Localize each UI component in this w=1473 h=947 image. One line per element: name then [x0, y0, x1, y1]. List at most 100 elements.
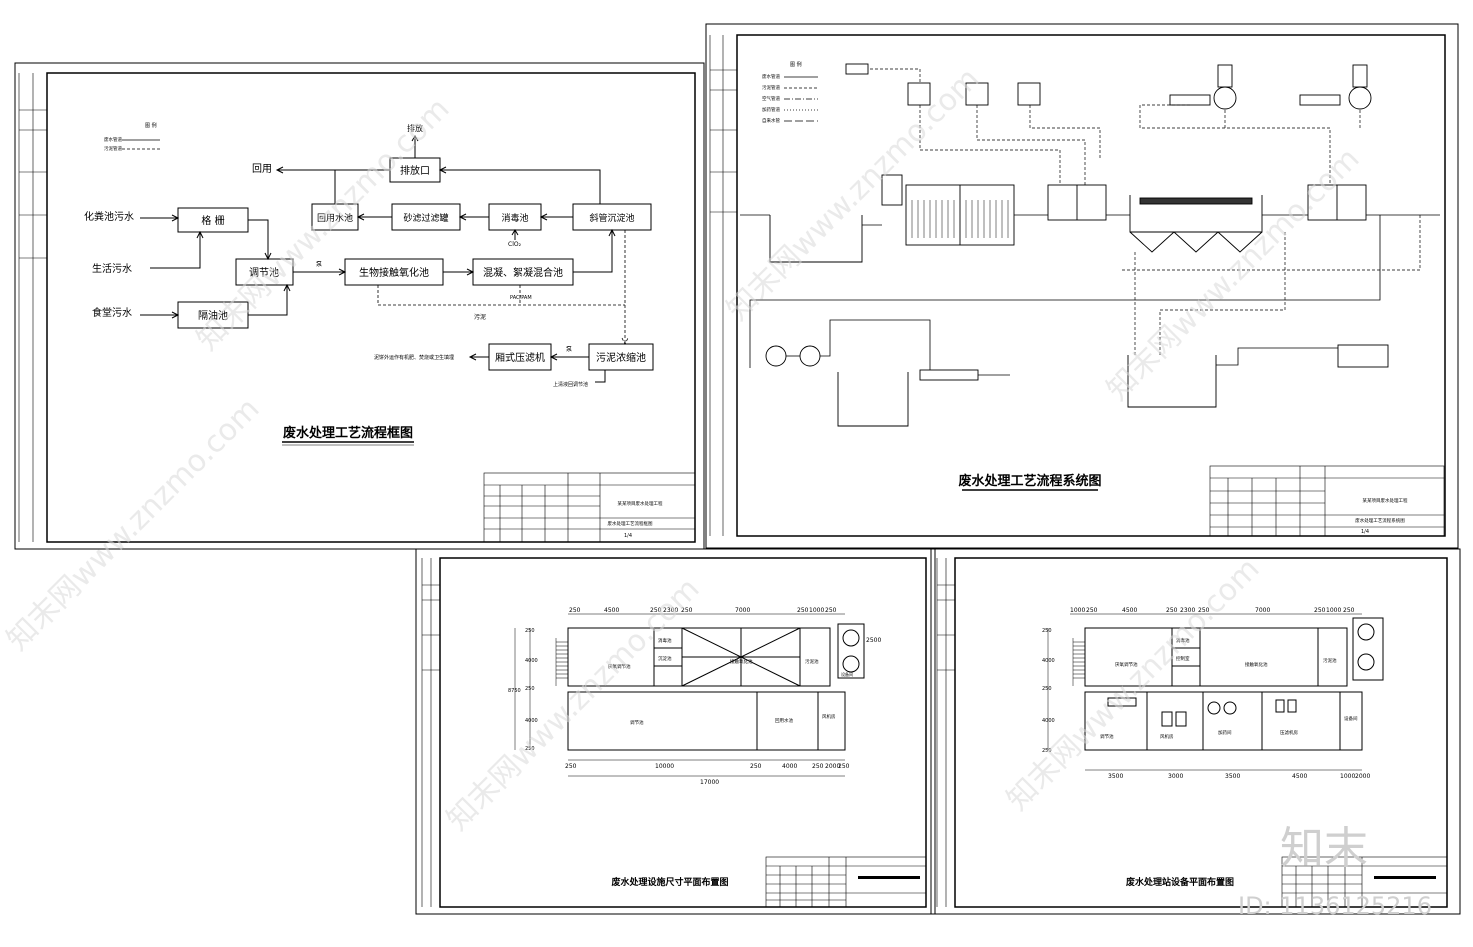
settler-label: 斜管沉淀池 — [589, 212, 634, 224]
sheet-2-titleblock — [1209, 465, 1445, 537]
room-label: 风机房 — [822, 713, 836, 720]
sheet-4-plan — [1084, 617, 1384, 751]
sheet-2-legend-title: 图 例 — [790, 61, 802, 68]
sheet-2-tb-drawing: 废水处理工艺流程系统图 — [1355, 517, 1405, 524]
flow-boxes — [177, 157, 654, 371]
system-piping — [740, 214, 1440, 376]
room-label: 压滤机房 — [1280, 729, 1298, 736]
dim-left: 4000 — [1042, 718, 1055, 724]
dim-side: 2500 — [866, 637, 881, 644]
dim-top: 250 — [797, 607, 809, 614]
dim-left: 4000 — [525, 718, 538, 724]
dim-bottom: 4500 — [1292, 773, 1307, 780]
sheet-1-legend-item: 废水管道 — [104, 136, 122, 143]
room-label: 设备间 — [841, 671, 853, 677]
sheet-2-legend-item: 加药管道 — [762, 106, 780, 113]
cake-label: 泥饼外运作有机肥、焚烧或卫生填埋 — [374, 354, 454, 361]
sheet-2-tb-project: 某某项目废水处理工程 — [1363, 497, 1408, 504]
sheet-1-legend-item: 污泥管道 — [104, 145, 122, 152]
sheet-2-legend-item: 污泥管道 — [762, 84, 780, 91]
grease-label: 隔油池 — [198, 309, 228, 322]
sheet-1-title: 废水处理工艺流程框图 — [283, 425, 413, 441]
dim-left: 250 — [525, 746, 535, 752]
screen-label: 格 栅 — [201, 214, 224, 227]
room-label: 消毒池 — [658, 637, 672, 644]
pump-label: 泵 — [316, 261, 322, 268]
dim-bottom: 2000 — [1355, 773, 1370, 780]
id-stamp: ID: 1136125216 — [1238, 892, 1432, 920]
dim-bottom: 10000 — [655, 763, 674, 770]
system-equipment — [765, 63, 1389, 427]
sludge-label: 污泥 — [474, 313, 486, 321]
disinfect-label: 消毒池 — [501, 212, 528, 224]
sheet-2-title: 废水处理工艺流程系统图 — [958, 473, 1101, 489]
dim-top: 250 — [1086, 607, 1098, 614]
room-label: 加药间 — [1218, 729, 1232, 736]
room-label: 设备间 — [1344, 715, 1358, 722]
septic-label: 化粪池污水 — [84, 210, 134, 223]
dim-bottom: 3000 — [1168, 773, 1183, 780]
room-label: 接触氧化池 — [1245, 661, 1268, 668]
room-label: 风机房 — [1160, 733, 1174, 740]
press-label: 厢式压滤机 — [495, 351, 545, 364]
brand-logo: 知末 — [1280, 823, 1368, 874]
room-label: 污泥池 — [805, 658, 819, 665]
dim-left: 4000 — [1042, 658, 1055, 664]
room-label: 接触氧化池 — [730, 658, 753, 665]
dim-top: 250 — [1166, 607, 1178, 614]
room-label: 沉淀池 — [658, 655, 672, 662]
room-label: 消毒池 — [1176, 637, 1190, 644]
dim-bottom: 2000 — [825, 763, 840, 770]
sheet-3: 厌氧调节池 消毒池 沉淀池 接触氧化池 污泥池 调节池 回用水池 风机房 设备间… — [415, 548, 936, 915]
canteen-label: 食堂污水 — [92, 306, 132, 319]
dim-left: 250 — [525, 628, 535, 634]
dim-bottom: 4000 — [782, 763, 797, 770]
pac-pam-label: PAC/PAM — [510, 295, 532, 301]
sludge-lines — [377, 230, 629, 345]
sheet-3-title: 废水处理设施尺寸平面布置图 — [611, 876, 728, 888]
dim-left: 4000 — [525, 658, 538, 664]
reuse-pool-label: 回用水池 — [317, 212, 353, 224]
dim-left: 250 — [1042, 686, 1052, 692]
mix-label: 混凝、絮凝混合池 — [483, 266, 563, 279]
dim-height: 8750 — [508, 688, 521, 694]
dim-top: 1000 — [809, 607, 824, 614]
sheet-1-tb-no: 1/4 — [624, 533, 632, 539]
dim-bottom: 250 — [565, 763, 577, 770]
dim-left: 250 — [1042, 748, 1052, 754]
dim-top: 250 — [1198, 607, 1210, 614]
flow-lines — [140, 135, 616, 383]
dim-top: 250 — [569, 607, 581, 614]
sheet-2: 图 例 废水管道 污泥管道 空气管道 加药管道 自来水管 — [705, 23, 1459, 549]
sheet-2-tb-no: 1/4 — [1361, 529, 1369, 535]
outlet-label: 排放口 — [400, 164, 430, 177]
dim-top: 250 — [1314, 607, 1326, 614]
sheet-1-tb-drawing: 废水处理工艺流程框图 — [608, 520, 653, 527]
room-label: 厌氧调节池 — [1115, 661, 1138, 668]
dim-left: 250 — [525, 686, 535, 692]
sheet-1-titleblock — [483, 472, 696, 543]
dim-total: 17000 — [700, 779, 719, 786]
dim-top: 250 — [1343, 607, 1355, 614]
thickener-label: 污泥浓缩池 — [596, 351, 646, 364]
room-label: 污泥池 — [1323, 657, 1337, 664]
dim-top: 250 — [825, 607, 837, 614]
dim-bottom: 1000 — [1340, 773, 1355, 780]
dim-top: 7000 — [735, 607, 750, 614]
room-label: 调节池 — [630, 719, 644, 726]
sheet-1-tb-project: 某某项目废水处理工程 — [618, 500, 663, 507]
room-label: 回用水池 — [775, 717, 793, 724]
room-label: 控制室 — [1176, 655, 1190, 662]
equalize-label: 调节池 — [249, 266, 279, 279]
sand-filter-label: 砂滤过滤罐 — [403, 212, 448, 224]
sheet-4: 厌氧调节池 消毒池 接触氧化池 污泥池 调节池 风机房 加药间 压滤机房 设备间… — [930, 548, 1461, 915]
dim-top: 2300 — [1180, 607, 1195, 614]
dim-top: 1000 — [1070, 607, 1085, 614]
pump-label-2: 泵 — [566, 346, 572, 353]
supernatant-label: 上清液回调节池 — [553, 381, 588, 388]
sheet-2-legend-item: 空气管道 — [762, 95, 780, 102]
sheet-4-titleblock — [1281, 856, 1448, 908]
dim-bottom: 3500 — [1225, 773, 1240, 780]
bio-label: 生物接触氧化池 — [359, 266, 429, 279]
